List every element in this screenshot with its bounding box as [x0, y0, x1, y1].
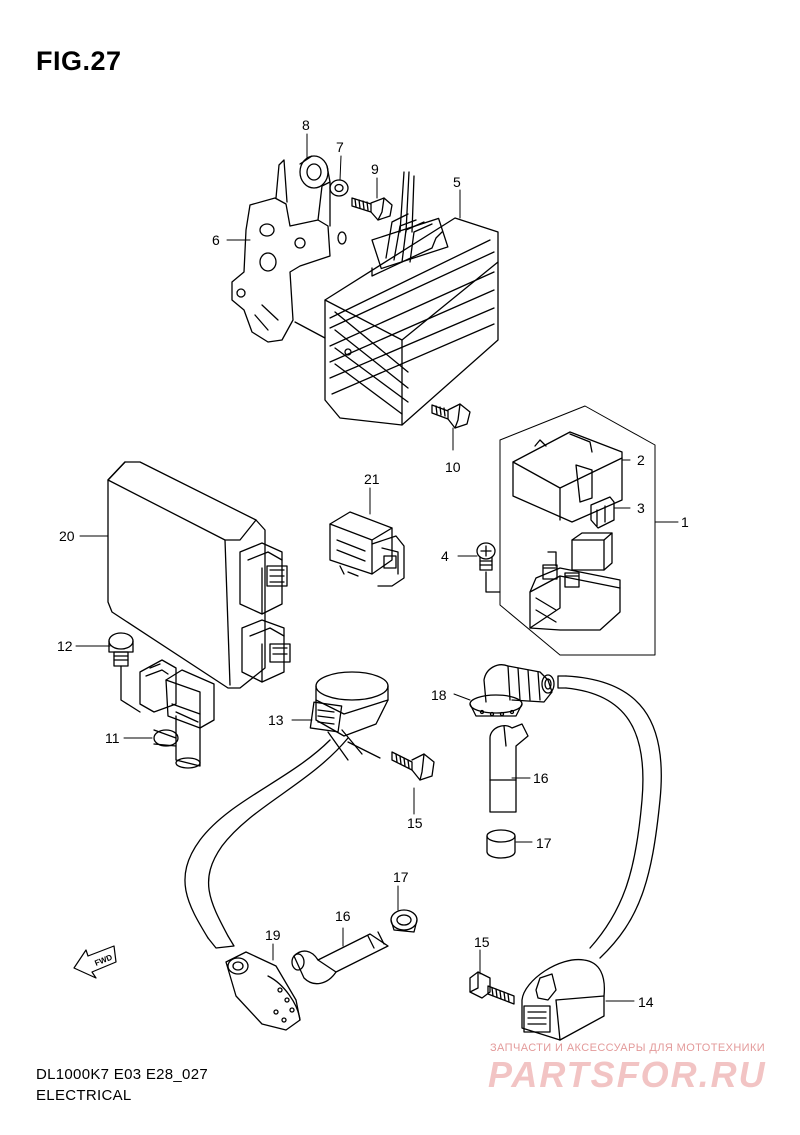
watermark-tagline: ЗАПЧАСТИ И АКСЕССУАРЫ ДЛЯ МОТОТЕХНИКИ: [490, 1042, 766, 1054]
callout-17-lower: 17: [393, 869, 409, 885]
callout-15-upper: 15: [407, 815, 423, 831]
part-plug-cap-18: [469, 664, 555, 717]
part-starter-relay-assy-1: [499, 405, 656, 656]
part-screw-4: [476, 542, 501, 593]
part-plug-cap-19: [225, 951, 301, 1031]
part-boot-16-lower: [291, 931, 389, 985]
callout-17-upper: 17: [536, 835, 552, 851]
part-bolt-15-upper: [391, 751, 435, 781]
callout-2: 2: [637, 452, 645, 468]
figure-title: FIG.27: [36, 46, 122, 76]
section-name: ELECTRICAL: [36, 1087, 132, 1104]
callout-13: 13: [268, 712, 284, 728]
forward-arrow-icon: FWD: [73, 945, 117, 979]
part-relay-body: [529, 532, 621, 631]
callout-4: 4: [441, 548, 449, 564]
callout-12: 12: [57, 638, 73, 654]
part-seal-17-lower: [390, 909, 418, 933]
callout-15-lower: 15: [474, 934, 490, 950]
callout-20: 20: [59, 528, 75, 544]
ht-cable-left: [184, 737, 349, 949]
callout-16-lower: 16: [335, 908, 351, 924]
callout-1: 1: [681, 514, 689, 530]
ht-cable-right: [557, 675, 662, 959]
part-ignition-coil-14: [521, 958, 606, 1041]
part-bracket-6: [231, 159, 347, 343]
callout-14: 14: [638, 994, 654, 1010]
part-boot-16-upper: [489, 723, 529, 813]
part-bolt-15-lower: [469, 971, 515, 1005]
callout-10: 10: [445, 459, 461, 475]
model-code: DL1000K7 E03 E28_027: [36, 1066, 208, 1083]
callout-5: 5: [453, 174, 461, 190]
callout-11: 11: [105, 730, 120, 746]
callout-7: 7: [336, 139, 344, 155]
part-bolt-12: [108, 632, 141, 713]
callout-18: 18: [431, 687, 447, 703]
watermark-logo: PARTSFOR.RU: [488, 1054, 767, 1095]
part-relay-cover-2: [512, 431, 623, 523]
part-bolt-9: [351, 197, 393, 221]
part-collar-7: [329, 179, 349, 197]
part-seal-17-upper: [486, 829, 516, 859]
part-regulator-5: [294, 171, 499, 426]
part-sensor-11: [139, 659, 215, 769]
callout-16-upper: 16: [533, 770, 549, 786]
leader-lines: [75, 133, 679, 1002]
callout-9: 9: [371, 161, 379, 177]
callout-21: 21: [364, 471, 380, 487]
callout-19: 19: [265, 927, 281, 943]
part-bolt-10: [431, 403, 471, 429]
part-fuse-3: [590, 496, 615, 529]
part-ignition-coil-13: [309, 671, 389, 761]
callout-8: 8: [302, 117, 310, 133]
part-relay-21: [329, 511, 405, 587]
callout-6: 6: [212, 232, 220, 248]
callout-3: 3: [637, 500, 645, 516]
part-ecm-20: [107, 461, 291, 689]
part-grommet-8: [299, 155, 331, 189]
